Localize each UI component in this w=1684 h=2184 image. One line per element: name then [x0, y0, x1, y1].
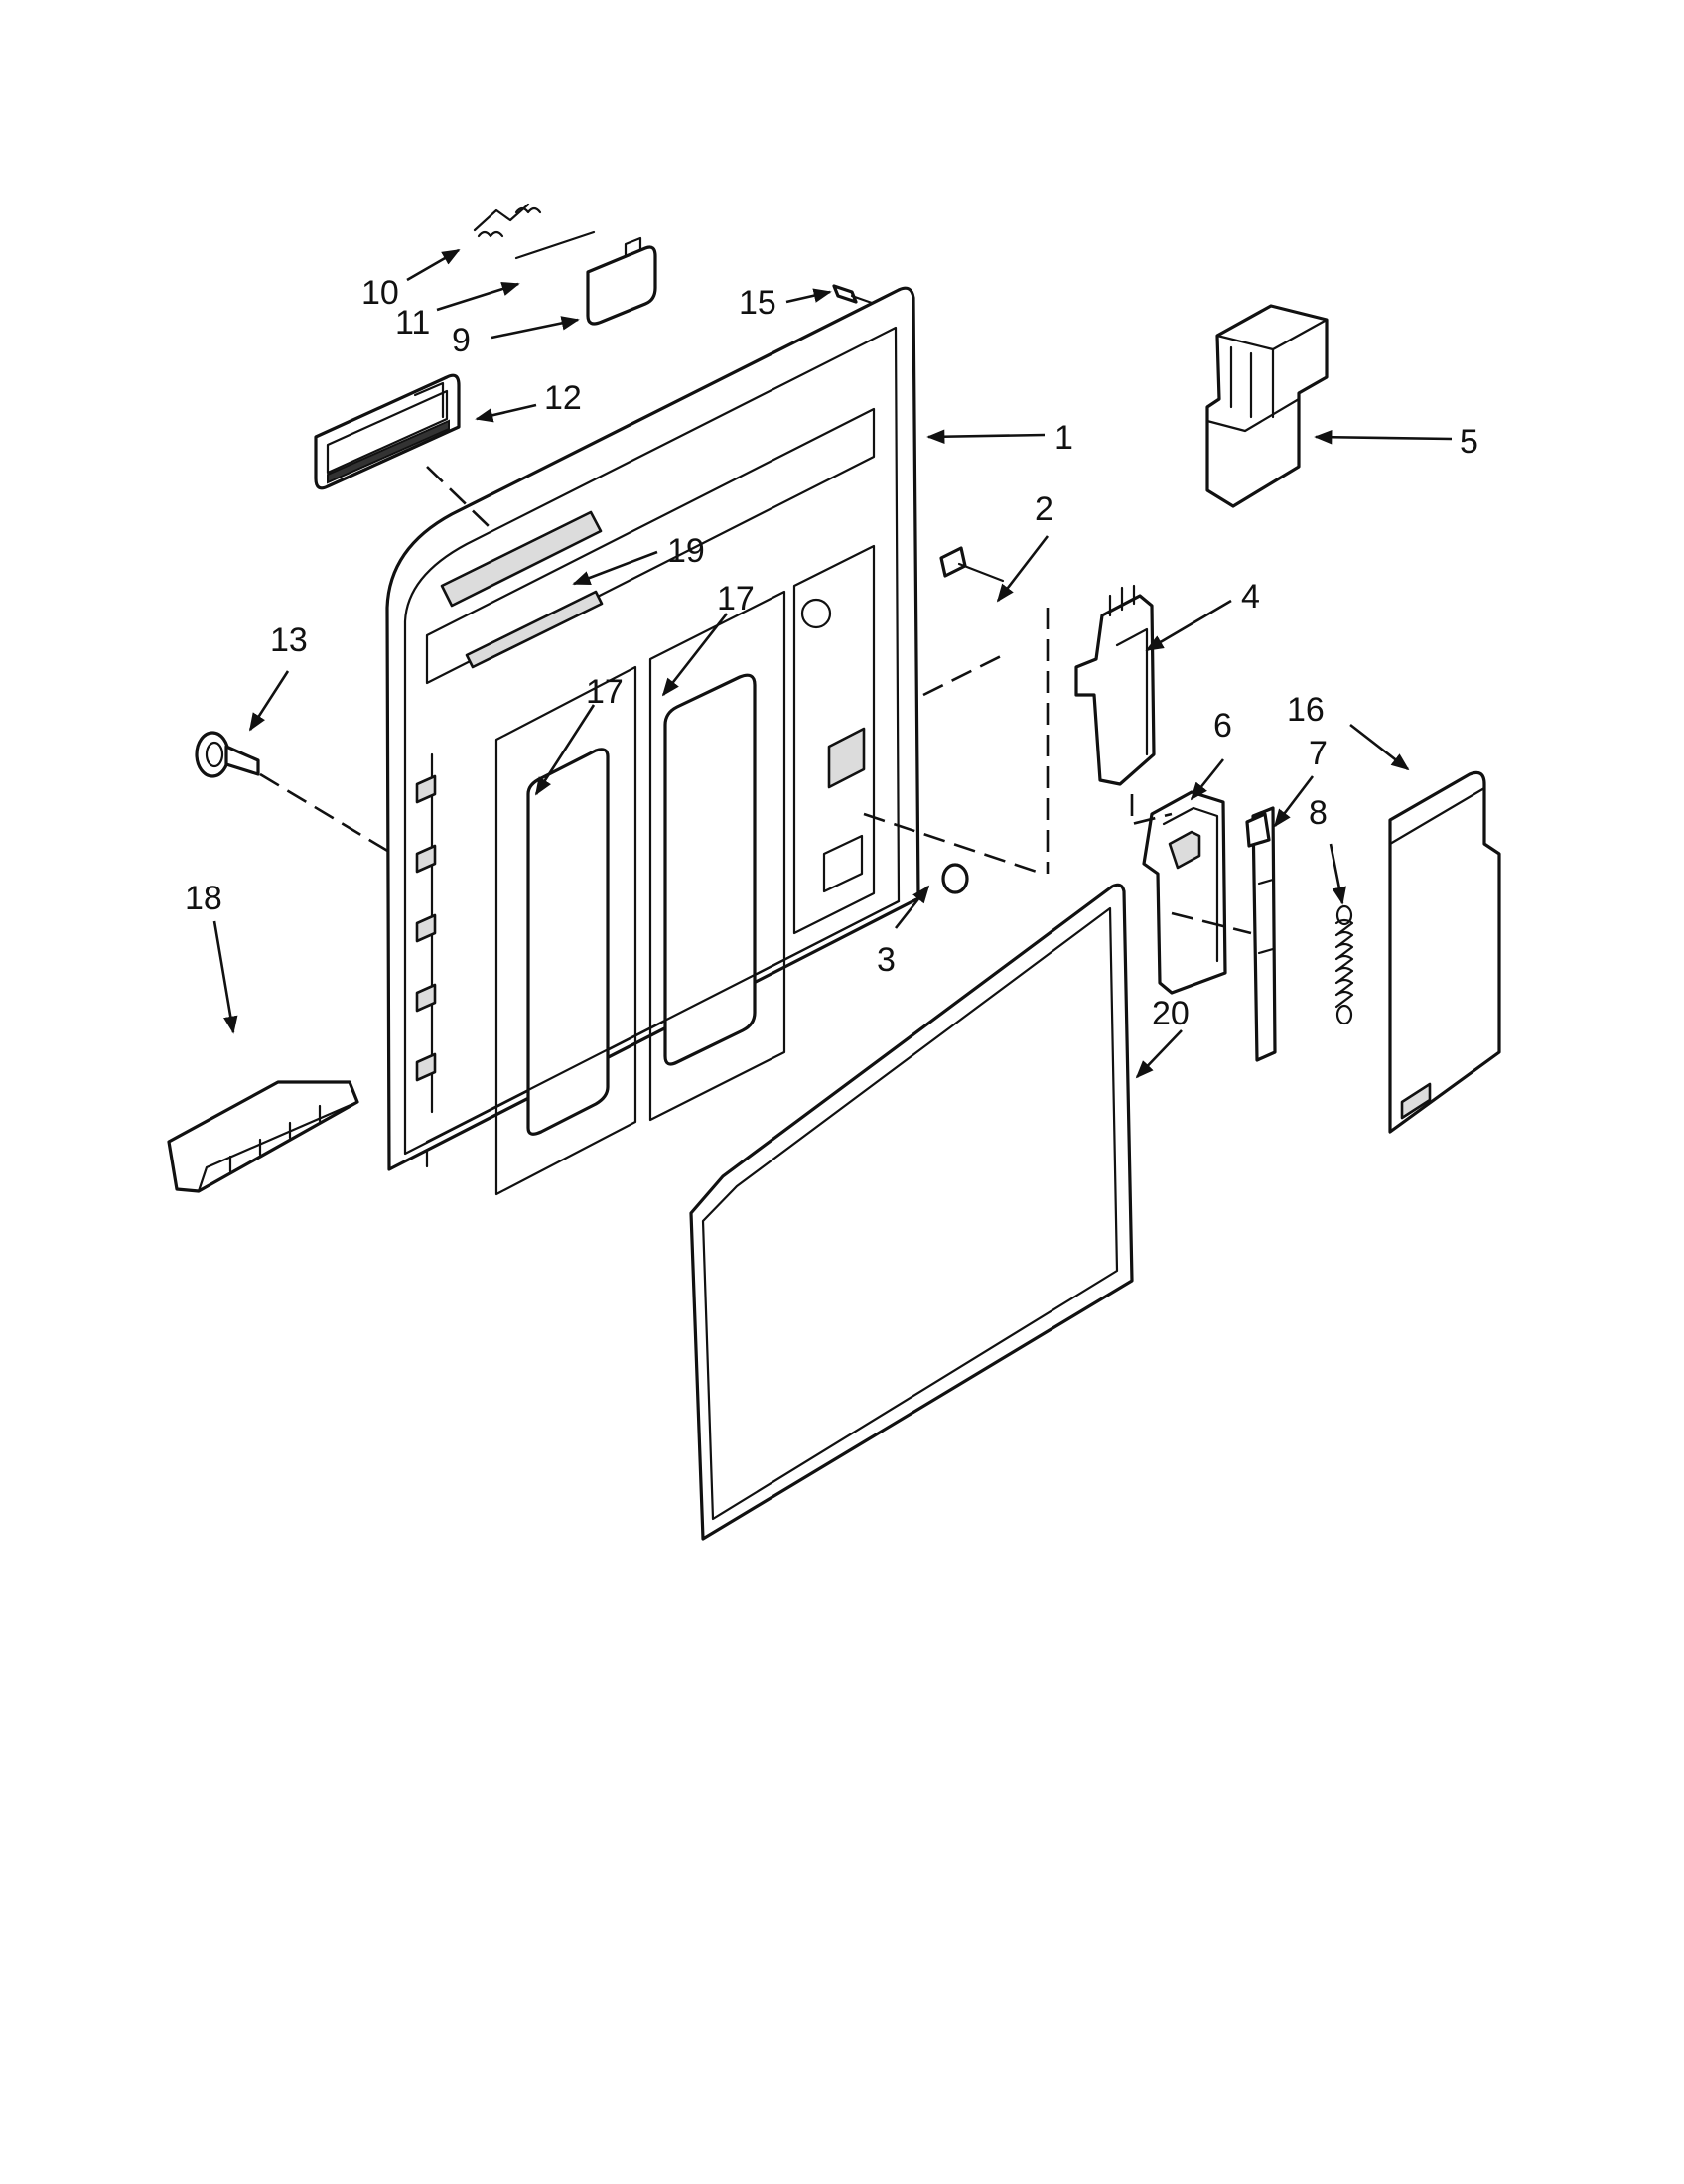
part-2-hinge-pin	[939, 546, 1005, 583]
callout-17b: 17	[717, 580, 755, 617]
callout-19: 19	[667, 532, 705, 570]
part-16-side-cover	[1388, 770, 1501, 1134]
part-5-switch	[1205, 304, 1329, 508]
callout-2: 2	[1035, 490, 1053, 528]
leader-20	[1135, 1029, 1183, 1079]
callout-1: 1	[1054, 419, 1073, 457]
part-15-screw	[832, 284, 874, 305]
leader-13	[248, 670, 290, 732]
callout-10: 10	[361, 274, 399, 312]
leader-11	[436, 282, 520, 312]
leader-9	[491, 316, 580, 340]
callout-8: 8	[1309, 794, 1328, 832]
callout-3: 3	[877, 941, 896, 979]
part-3-nut	[941, 863, 969, 894]
leader-10	[406, 248, 461, 282]
callout-16: 16	[1287, 691, 1325, 729]
callout-7: 7	[1309, 735, 1328, 772]
part-13-knob	[195, 731, 260, 778]
leader-7	[1273, 775, 1315, 828]
callout-4: 4	[1241, 578, 1260, 615]
leader-4	[1145, 599, 1232, 652]
inner-door-panel	[385, 286, 920, 1196]
callout-18: 18	[185, 880, 222, 917]
assembly-line-2	[922, 653, 1004, 697]
callout-9: 9	[452, 322, 471, 359]
part-9-cover	[586, 236, 657, 326]
callout-5: 5	[1460, 423, 1478, 461]
part-11-pin	[514, 230, 596, 260]
leader-1	[926, 429, 1046, 444]
leader-6	[1190, 758, 1225, 801]
part-12-bracket	[314, 373, 461, 490]
leader-5	[1314, 429, 1453, 445]
assembly-line-7	[1171, 911, 1252, 935]
callout-20: 20	[1152, 995, 1190, 1032]
callout-15: 15	[739, 284, 776, 322]
part-6-housing	[1142, 790, 1227, 995]
assembly-line-6	[1130, 794, 1173, 826]
leader-17b	[661, 613, 729, 697]
leader-17a	[534, 704, 596, 796]
callout-13: 13	[270, 621, 308, 659]
leader-18	[212, 920, 238, 1034]
part-8-spring	[1334, 904, 1354, 1025]
outer-door-panel	[689, 883, 1134, 1541]
callout-11: 11	[395, 304, 430, 341]
leader-16	[1349, 723, 1410, 771]
leader-2	[996, 535, 1050, 603]
callout-17a: 17	[586, 673, 624, 711]
assembly-line-13	[259, 772, 390, 854]
leader-8	[1329, 843, 1346, 905]
part-7-link-rod	[1245, 806, 1277, 1062]
leader-3	[894, 885, 930, 929]
callout-6: 6	[1213, 707, 1232, 745]
part-18-foot	[167, 1080, 359, 1193]
leader-15	[785, 288, 832, 304]
part-4-latch	[1074, 584, 1156, 786]
leader-12	[475, 403, 537, 423]
leader-19	[572, 550, 658, 586]
callout-12: 12	[544, 379, 582, 417]
assembly-line-12	[426, 466, 490, 527]
part-10-spring	[473, 203, 542, 238]
